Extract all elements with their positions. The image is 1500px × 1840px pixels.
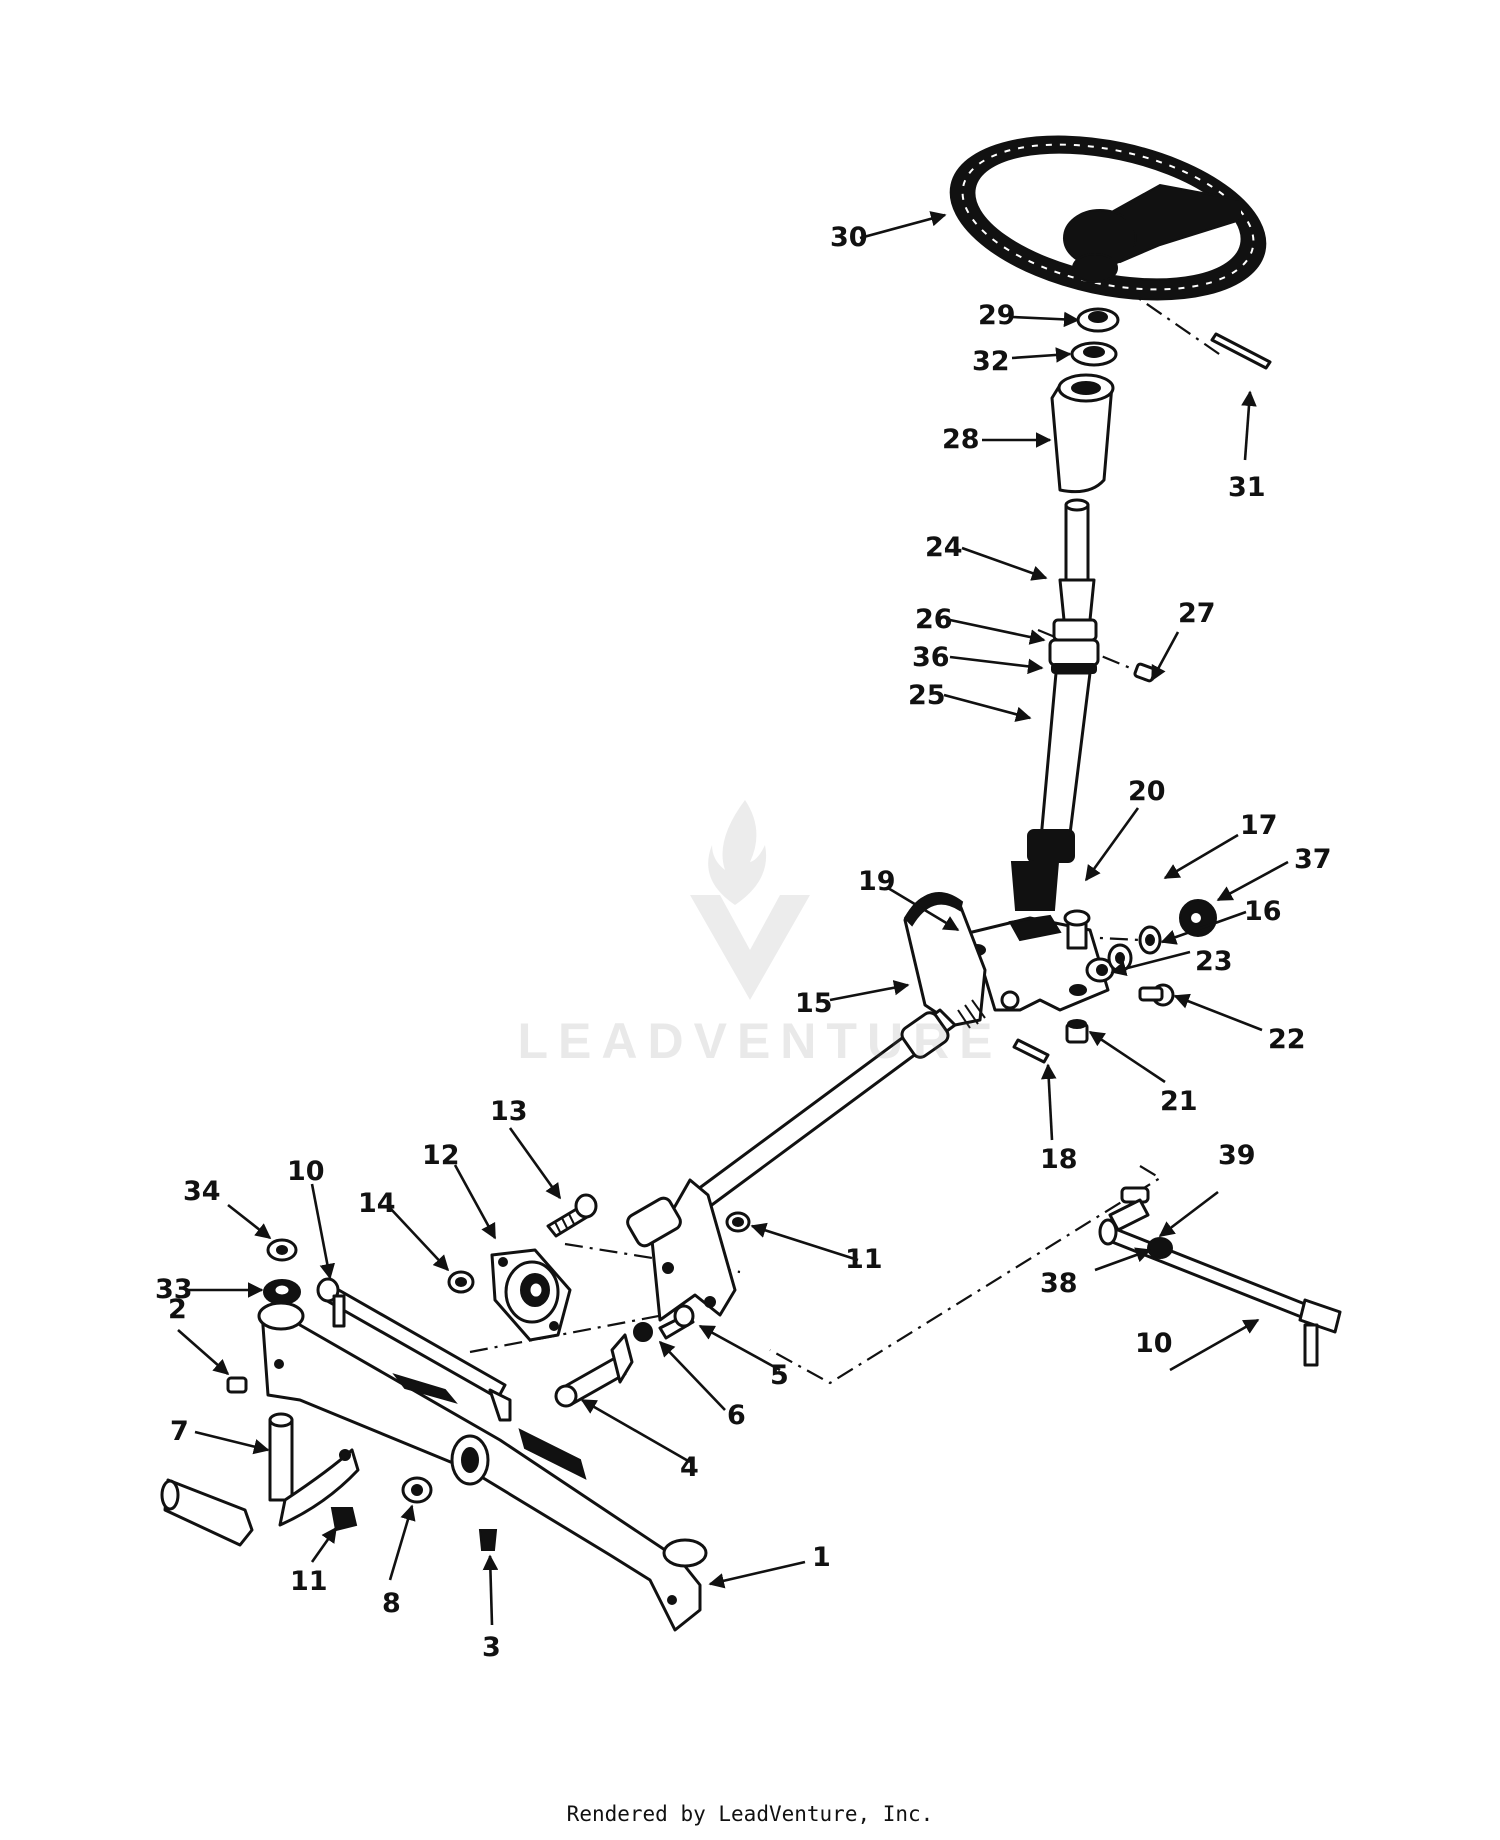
axle-bushing: [263, 1279, 301, 1305]
pivot-washer: [633, 1322, 653, 1342]
drag-link-left: [316, 1277, 512, 1422]
callout-10-left: 10: [287, 1156, 325, 1187]
hex-nut-right: [725, 1211, 751, 1233]
lock-nut: [1065, 1019, 1089, 1044]
callout-labels: 30 29 32 28 31 24 26 36 25 27 20 17 37 1…: [155, 222, 1332, 1663]
flange-nut: [447, 1270, 475, 1294]
sector-gear: [903, 892, 987, 1029]
callout-13: 13: [490, 1096, 528, 1127]
callout-4: 4: [680, 1452, 699, 1483]
callout-36: 36: [912, 642, 950, 673]
callout-11-right: 11: [845, 1244, 883, 1275]
lock-washer: [1138, 925, 1162, 955]
centerline-drag-link: [769, 1165, 1163, 1385]
cotter-pin: [1012, 1038, 1050, 1064]
hex-nut: [1076, 307, 1120, 333]
callout-21: 21: [1160, 1086, 1198, 1117]
lower-steering-shaft: [1010, 671, 1092, 911]
callout-12: 12: [422, 1140, 460, 1171]
callout-25: 25: [908, 680, 946, 711]
callout-11-left: 11: [290, 1566, 328, 1597]
callout-14: 14: [358, 1188, 396, 1219]
retaining-ring: [401, 1476, 433, 1504]
callout-27: 27: [1178, 598, 1216, 629]
hex-nut-left: [330, 1507, 358, 1532]
grease-fitting-lower: [478, 1529, 498, 1551]
pivot-pin: [554, 1333, 634, 1408]
callout-18: 18: [1040, 1144, 1078, 1175]
grease-fitting: [226, 1376, 248, 1394]
pivot-bolt: [658, 1304, 695, 1340]
callout-39: 39: [1218, 1140, 1256, 1171]
footer-credit: Rendered by LeadVenture, Inc.: [566, 1802, 934, 1826]
callout-32: 32: [972, 346, 1010, 377]
leader-lines: [177, 211, 1289, 1626]
callout-3: 3: [482, 1632, 501, 1663]
callout-28: 28: [942, 424, 980, 455]
callout-24: 24: [925, 532, 963, 563]
carriage-bolt: [546, 1193, 598, 1238]
callout-5: 5: [770, 1360, 789, 1391]
callout-31: 31: [1228, 472, 1266, 503]
callout-30: 30: [830, 222, 868, 253]
callout-8: 8: [382, 1588, 401, 1619]
roll-pin: [1210, 332, 1272, 370]
callout-29: 29: [978, 300, 1016, 331]
callout-33: 33: [155, 1274, 193, 1305]
callout-17: 17: [1240, 810, 1278, 841]
steering-tie-shaft: [688, 1008, 957, 1212]
callout-16: 16: [1244, 896, 1282, 927]
callout-1: 1: [812, 1542, 831, 1573]
callout-6: 6: [727, 1400, 746, 1431]
callout-2: 2: [168, 1294, 187, 1325]
spindle: [160, 1412, 360, 1547]
shoulder-bolt: [1138, 983, 1175, 1007]
steering-wheel: [949, 135, 1267, 301]
centerline-axle-pivot: [469, 1308, 691, 1354]
callout-37: 37: [1294, 844, 1332, 875]
pivot-bracket: [626, 1178, 737, 1322]
callout-23: 23: [1195, 946, 1233, 977]
jam-nut: [1179, 899, 1217, 937]
callout-10-right: 10: [1135, 1328, 1173, 1359]
callout-19: 19: [858, 866, 896, 897]
callout-26: 26: [915, 604, 953, 635]
callout-15: 15: [795, 988, 833, 1019]
centerline-wheel-pin: [1117, 283, 1223, 357]
callout-34: 34: [183, 1176, 221, 1207]
callout-22: 22: [1268, 1024, 1306, 1055]
axle-washer-top: [266, 1238, 298, 1262]
spring-washer: [1070, 341, 1118, 367]
tie-rod: [1098, 1186, 1342, 1367]
callout-7: 7: [170, 1416, 189, 1447]
callout-38: 38: [1040, 1268, 1078, 1299]
callout-20: 20: [1128, 776, 1166, 807]
hex-bolt: [1063, 909, 1091, 950]
bearing-flange: [490, 1248, 572, 1342]
front-axle: [257, 1301, 708, 1632]
steering-shaft: [1048, 498, 1100, 674]
column-cover: [1050, 373, 1115, 494]
